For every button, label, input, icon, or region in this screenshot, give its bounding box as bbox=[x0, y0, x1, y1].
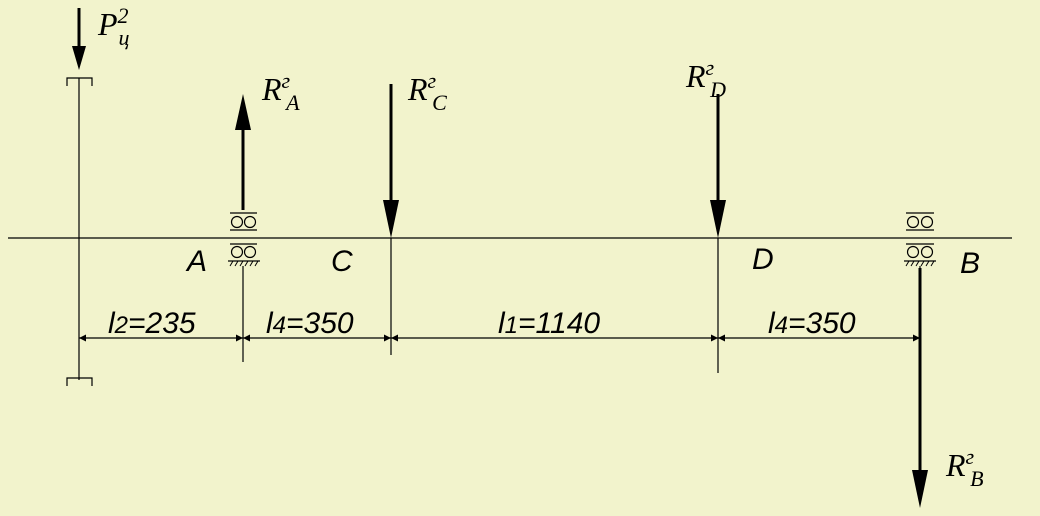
force-ra-arrow bbox=[235, 94, 251, 210]
dim-l4-right-label: l4=350 bbox=[768, 307, 856, 340]
dim-l2-label: l2=235 bbox=[108, 307, 196, 340]
point-c-label: C bbox=[331, 245, 353, 278]
point-b-label: B bbox=[960, 247, 980, 280]
shaft-end-left bbox=[66, 77, 93, 386]
force-p-arrow bbox=[72, 8, 86, 70]
dim-l4-left-label: l4=350 bbox=[266, 307, 354, 340]
bearing-a-icon bbox=[228, 212, 260, 267]
force-rc-arrow bbox=[383, 84, 399, 238]
point-d-label: D bbox=[752, 243, 774, 276]
force-rd-arrow bbox=[710, 94, 726, 238]
dim-l1-label: l1=1140 bbox=[498, 307, 600, 340]
point-a-label: A bbox=[185, 245, 207, 278]
bearing-b-icon bbox=[904, 212, 936, 267]
